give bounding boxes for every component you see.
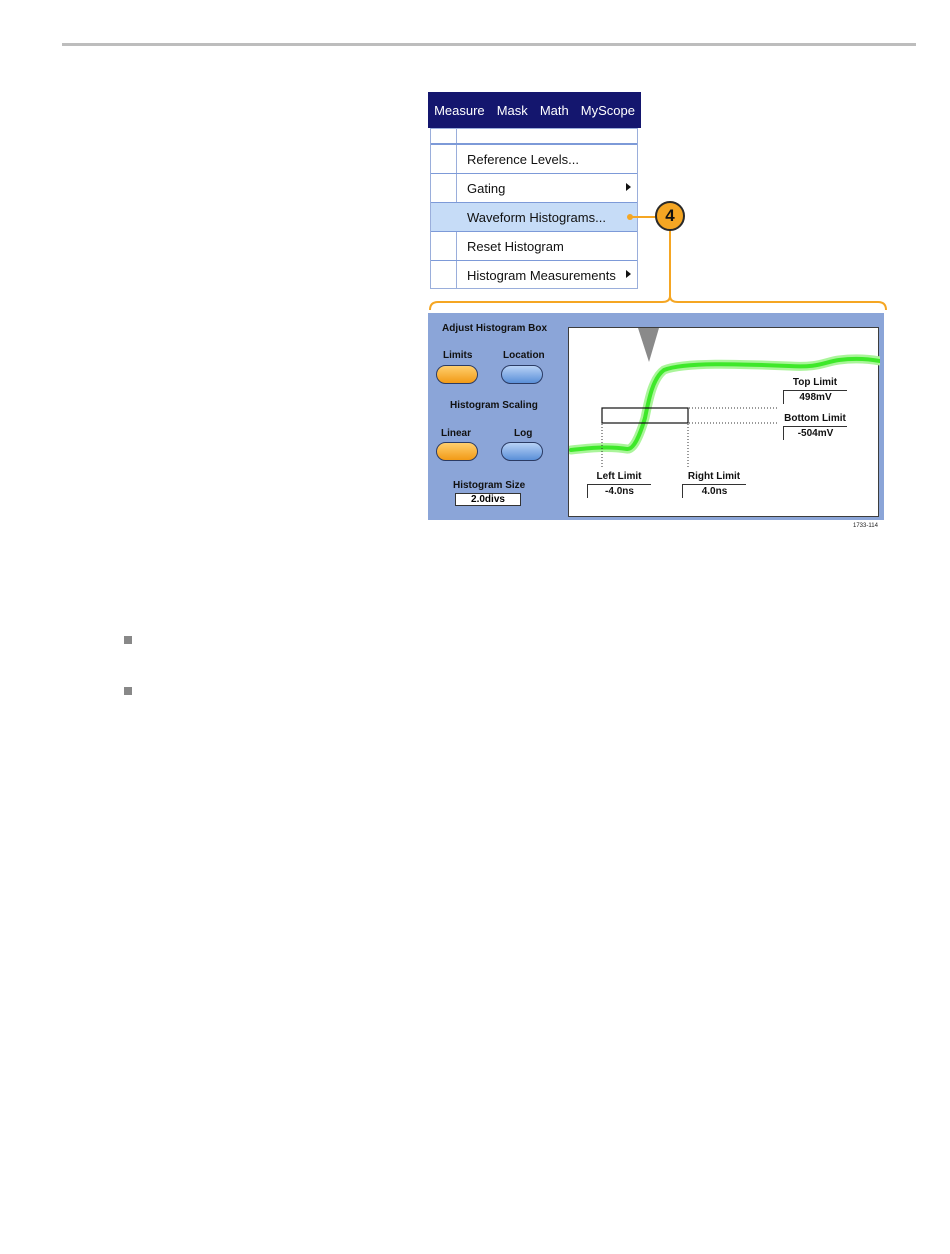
bottom-limit-value[interactable]: -504mV bbox=[783, 426, 847, 440]
log-label: Log bbox=[514, 428, 532, 439]
limits-button[interactable] bbox=[436, 365, 478, 384]
trigger-marker-icon bbox=[638, 328, 659, 362]
histogram-size-field[interactable]: 2.0divs bbox=[455, 493, 521, 506]
bullet-marker bbox=[124, 636, 132, 644]
histogram-scaling-label: Histogram Scaling bbox=[450, 400, 538, 411]
limits-label: Limits bbox=[443, 350, 472, 361]
linear-label: Linear bbox=[441, 428, 471, 439]
panel-title: Adjust Histogram Box bbox=[442, 323, 547, 334]
linear-button[interactable] bbox=[436, 442, 478, 461]
left-limit-label: Left Limit bbox=[587, 471, 651, 482]
left-limit-value[interactable]: -4.0ns bbox=[587, 484, 651, 498]
location-button[interactable] bbox=[501, 365, 543, 384]
log-button[interactable] bbox=[501, 442, 543, 461]
waveform-display: Top Limit 498mV Bottom Limit -504mV Left… bbox=[568, 327, 879, 517]
right-limit-label: Right Limit bbox=[682, 471, 746, 482]
bullet-marker bbox=[124, 687, 132, 695]
histogram-setup-panel: Adjust Histogram Box Limits Location His… bbox=[428, 313, 884, 520]
bottom-limit-label: Bottom Limit bbox=[783, 413, 847, 424]
step-callout-badge: 4 bbox=[655, 201, 685, 231]
top-limit-label: Top Limit bbox=[783, 377, 847, 388]
right-limit-value[interactable]: 4.0ns bbox=[682, 484, 746, 498]
figure-number: 1733-114 bbox=[853, 523, 878, 529]
callout-connector bbox=[0, 0, 950, 320]
histogram-size-label: Histogram Size bbox=[453, 480, 525, 491]
location-label: Location bbox=[503, 350, 545, 361]
top-limit-value[interactable]: 498mV bbox=[783, 390, 847, 404]
